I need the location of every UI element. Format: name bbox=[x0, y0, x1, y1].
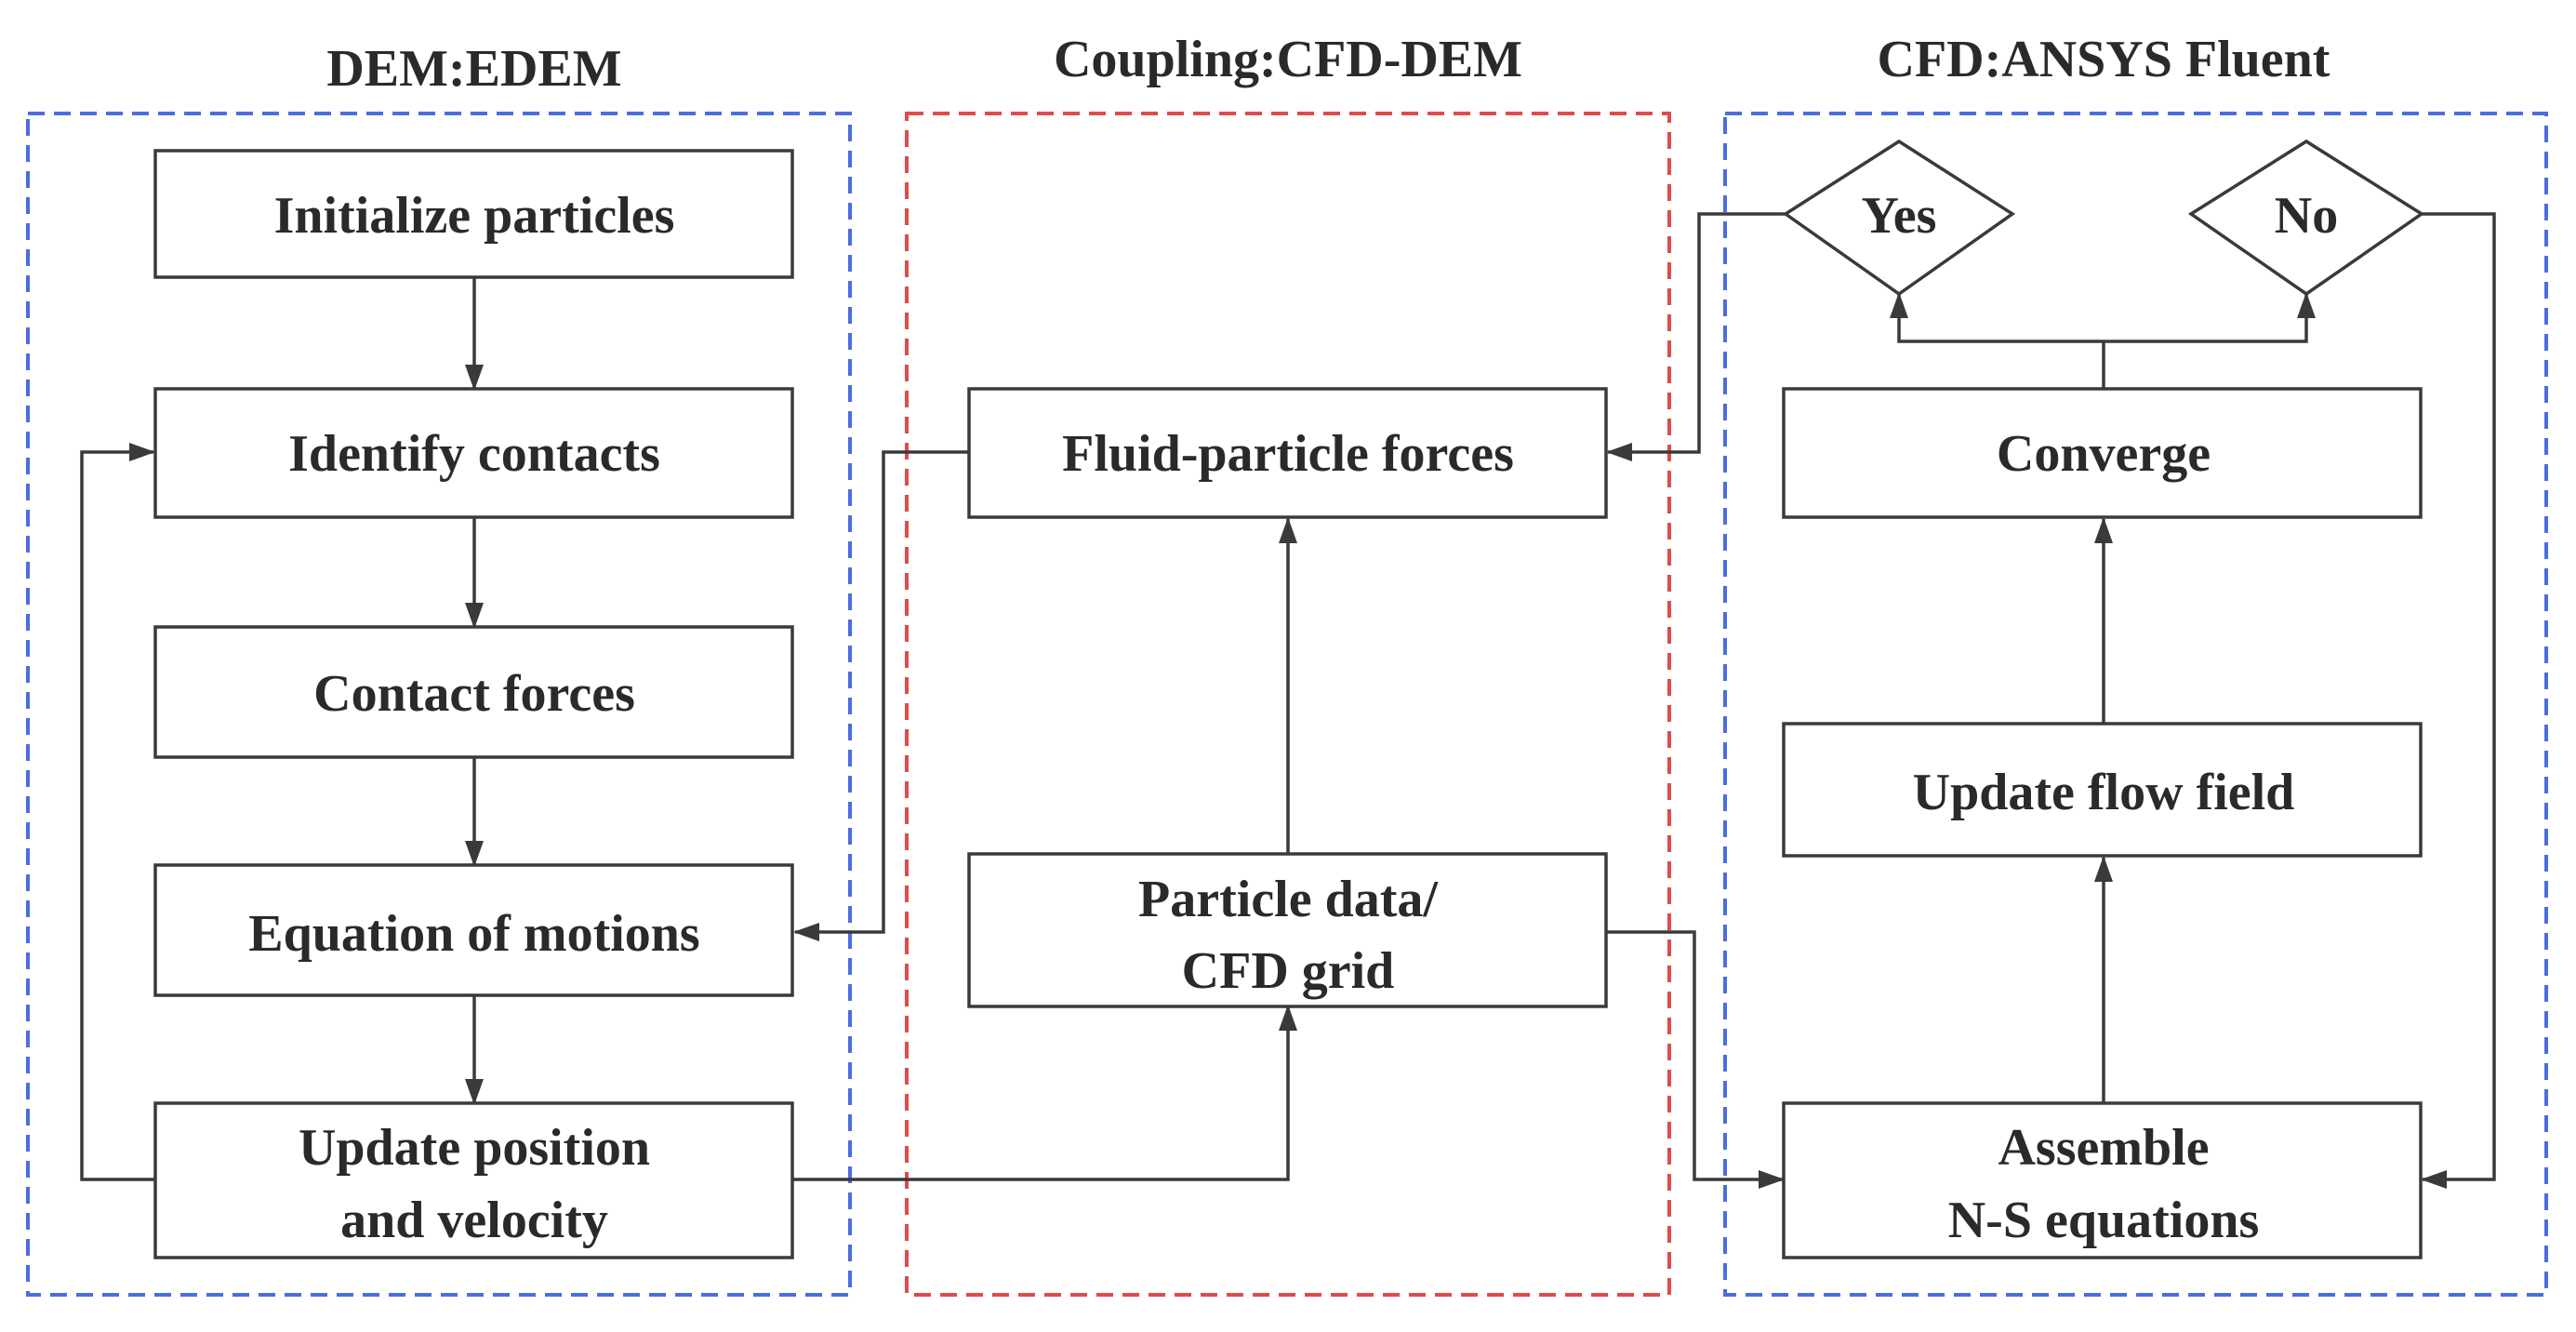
region-title-dem: DEM:EDEM bbox=[326, 40, 621, 98]
node-label-line-1: Update position bbox=[299, 1119, 650, 1177]
node-label-line-1: Particle data/ bbox=[1138, 871, 1439, 928]
node-initialize-particles: Initialize particles bbox=[153, 149, 794, 279]
arrow-yes-to-fluid-forces bbox=[1606, 212, 1786, 461]
region-title-cfd: CFD:ANSYS Fluent bbox=[1878, 31, 2330, 88]
node-yes: Yes bbox=[1782, 139, 2016, 297]
node-label: Contact forces bbox=[313, 665, 635, 723]
node-converge: Converge bbox=[1782, 387, 2423, 519]
arrow-converge-to-yes bbox=[1890, 292, 2104, 343]
node-label: Yes bbox=[1862, 187, 1937, 245]
node-label: Update flow field bbox=[1913, 764, 2295, 821]
arrow-particle-data-to-assemble bbox=[1606, 930, 1785, 1189]
arrow-fluid-forces-to-equation bbox=[793, 450, 969, 941]
arrow-update-loop-to-identify bbox=[80, 443, 155, 1181]
node-label: No bbox=[2275, 187, 2338, 245]
node-assemble: Assemble N-S equations bbox=[1782, 1101, 2423, 1259]
node-particle-data: Particle data/ CFD grid bbox=[967, 852, 1608, 1008]
region-coupling bbox=[905, 112, 1671, 1297]
node-label: Identify contacts bbox=[288, 425, 660, 483]
region-cfd bbox=[1723, 112, 2548, 1297]
node-label-line-2: CFD grid bbox=[1182, 942, 1395, 1000]
node-equation-of-motions: Equation of motions bbox=[153, 863, 794, 997]
node-fluid-particle-forces: Fluid-particle forces bbox=[967, 387, 1608, 519]
arrow-update-to-particle-data bbox=[792, 1005, 1297, 1181]
region-dem bbox=[26, 112, 852, 1297]
node-update-flow-field: Update flow field bbox=[1782, 722, 2423, 858]
node-label-line-2: and velocity bbox=[340, 1192, 608, 1249]
node-label: Equation of motions bbox=[248, 905, 699, 963]
region-title-coupling: Coupling:CFD-DEM bbox=[1054, 31, 1522, 88]
arrow-converge-to-no bbox=[2104, 292, 2316, 343]
node-update-position: Update position and velocity bbox=[153, 1101, 794, 1259]
node-label-line-1: Assemble bbox=[1998, 1119, 2209, 1177]
node-label: Initialize particles bbox=[274, 187, 675, 245]
node-no: No bbox=[2187, 139, 2425, 297]
node-identify-contacts: Identify contacts bbox=[153, 387, 794, 519]
node-contact-forces: Contact forces bbox=[153, 625, 794, 759]
node-label-line-2: N-S equations bbox=[1948, 1192, 2260, 1249]
node-label: Converge bbox=[1997, 425, 2211, 483]
node-label: Fluid-particle forces bbox=[1062, 425, 1514, 483]
arrow-no-to-assemble bbox=[2421, 212, 2496, 1189]
